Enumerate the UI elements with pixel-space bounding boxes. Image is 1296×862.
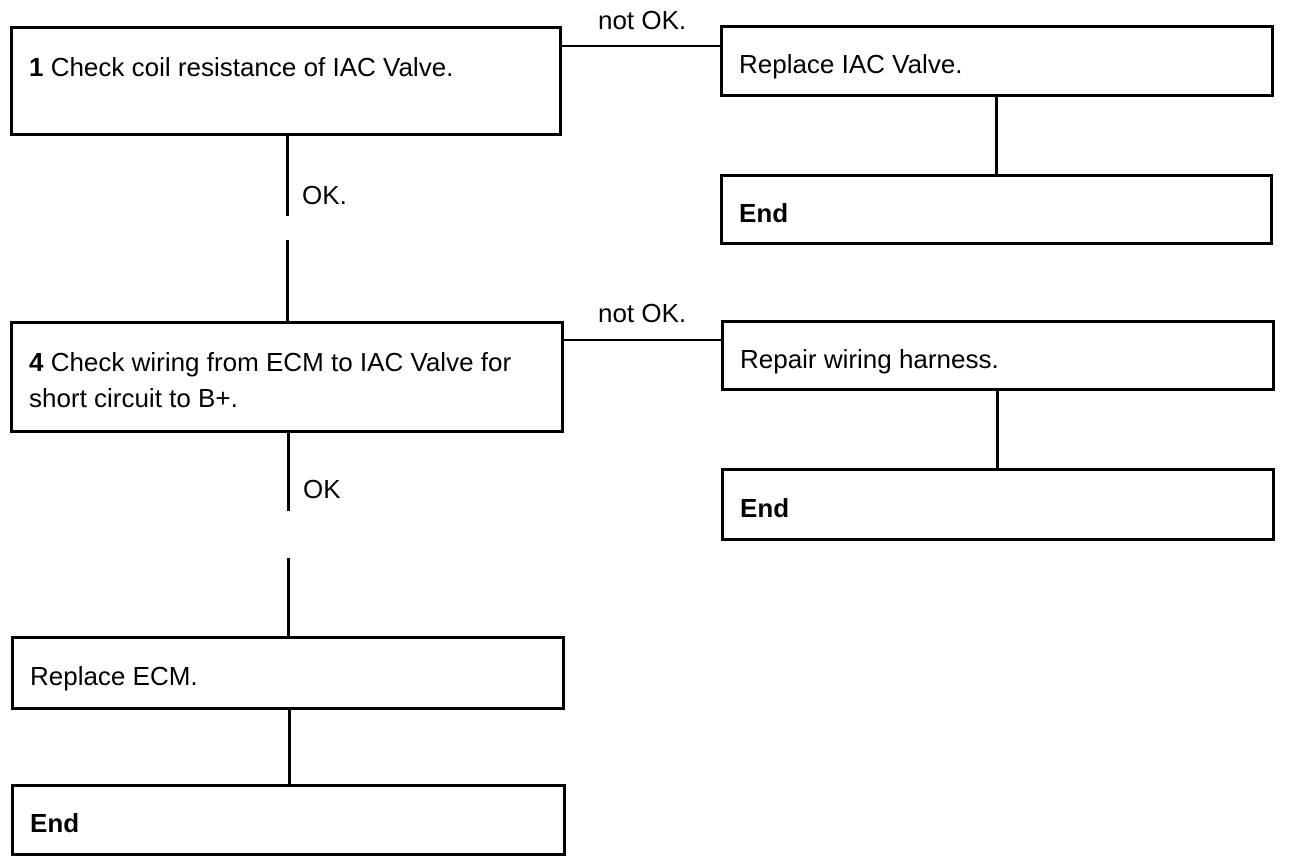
end-text-branch-1: End [739, 198, 789, 228]
connector-replace-iac-to-end [995, 97, 998, 176]
connector-ok-1-upper [286, 136, 289, 216]
step-1-text: Check coil resistance of IAC Valve. [43, 52, 454, 82]
step-1-box: 1 Check coil resistance of IAC Valve. [10, 26, 562, 136]
label-not-ok-4: not OK. [598, 298, 687, 328]
repair-wiring-harness-box: Repair wiring harness. [721, 320, 1275, 391]
label-ok-4: OK [303, 474, 341, 504]
end-box-branch-1: End [720, 174, 1273, 245]
replace-ecm-box: Replace ECM. [11, 636, 565, 710]
step-4-text-line-2: short circuit to B+. [29, 383, 238, 413]
end-text-main: End [30, 808, 80, 838]
replace-iac-valve-text: Replace IAC Valve. [739, 49, 963, 79]
step-4-text-line-1: Check wiring from ECM to IAC Valve for [43, 347, 512, 377]
replace-iac-valve-box: Replace IAC Valve. [720, 25, 1274, 97]
connector-not-ok-4 [564, 339, 723, 341]
step-4-box: 4 Check wiring from ECM to IAC Valve for… [10, 321, 564, 433]
connector-ok-4-lower [287, 558, 290, 638]
step-1-number: 1 [29, 52, 44, 82]
step-4-number: 4 [29, 347, 44, 377]
connector-ok-1-lower [286, 240, 289, 323]
label-not-ok-1: not OK. [598, 5, 687, 35]
connector-ok-4-upper [287, 433, 290, 511]
connector-not-ok-1 [562, 45, 722, 47]
repair-wiring-harness-text: Repair wiring harness. [740, 344, 999, 374]
replace-ecm-text: Replace ECM. [30, 661, 198, 691]
label-ok-1: OK. [302, 180, 347, 210]
connector-repair-to-end [996, 391, 999, 470]
connector-replace-ecm-to-end [288, 710, 291, 786]
end-text-branch-4: End [740, 493, 790, 523]
end-box-main: End [11, 784, 566, 856]
end-box-branch-4: End [721, 468, 1275, 541]
